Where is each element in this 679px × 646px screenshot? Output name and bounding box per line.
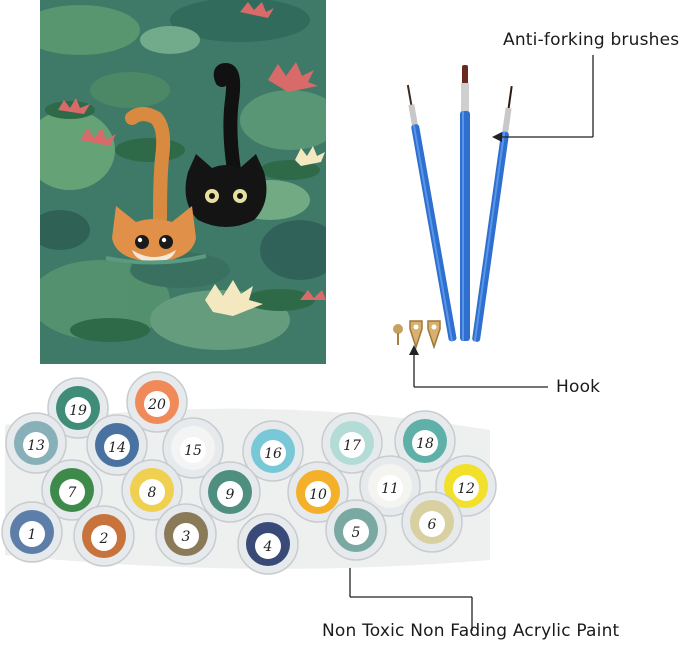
paint-pot-4: 4 [237,513,299,575]
paint-pot-7: 7 [41,459,103,521]
pot-number: 19 [69,403,87,419]
pot-number: 16 [264,446,282,462]
paint-pot-9: 9 [199,461,261,523]
cat-painting [40,0,326,364]
pot-number: 1 [28,527,37,543]
paint-pot-19: 19 [47,377,109,439]
pot-number: 2 [99,531,109,547]
pot-number: 15 [184,443,202,459]
paint-pot-1: 1 [1,501,63,563]
hook-image [388,315,458,355]
brushes-image [400,55,530,355]
paint-pot-6: 6 [401,491,463,553]
paint-label: Non Toxic Non Fading Acrylic Paint [322,621,620,641]
pot-number: 20 [147,397,166,413]
paint-pot-15: 15 [162,417,224,479]
paint-pot-13: 13 [5,412,67,474]
pot-number: 13 [27,438,45,454]
hook-label: Hook [556,377,601,397]
pot-number: 5 [352,525,361,541]
pot-number: 12 [457,481,475,497]
paint-pot-17: 17 [321,412,383,474]
pot-number: 14 [108,440,126,456]
pot-number: 18 [416,436,434,452]
paint-pot-5: 5 [325,499,387,561]
paint-pot-14: 14 [86,414,148,476]
paint-pot-11: 11 [359,455,421,517]
paint-pot-18: 18 [394,410,456,472]
paint-pot-8: 8 [121,459,183,521]
paint-pot-20: 20 [126,371,188,433]
pot-number: 17 [343,438,361,454]
pot-number: 3 [182,529,191,545]
pot-number: 9 [226,487,235,503]
pot-number: 6 [428,517,437,533]
pot-number: 4 [263,539,273,555]
paint-pot-16: 16 [242,420,304,482]
brushes-label: Anti-forking brushes [503,30,679,50]
paint-pot-3: 3 [155,503,217,565]
paint-pot-2: 2 [73,505,135,567]
paint-pot-10: 10 [287,461,349,523]
pot-number: 8 [148,485,157,501]
pot-number: 10 [309,487,327,503]
pot-number: 7 [68,485,77,501]
pot-number: 11 [381,481,399,497]
